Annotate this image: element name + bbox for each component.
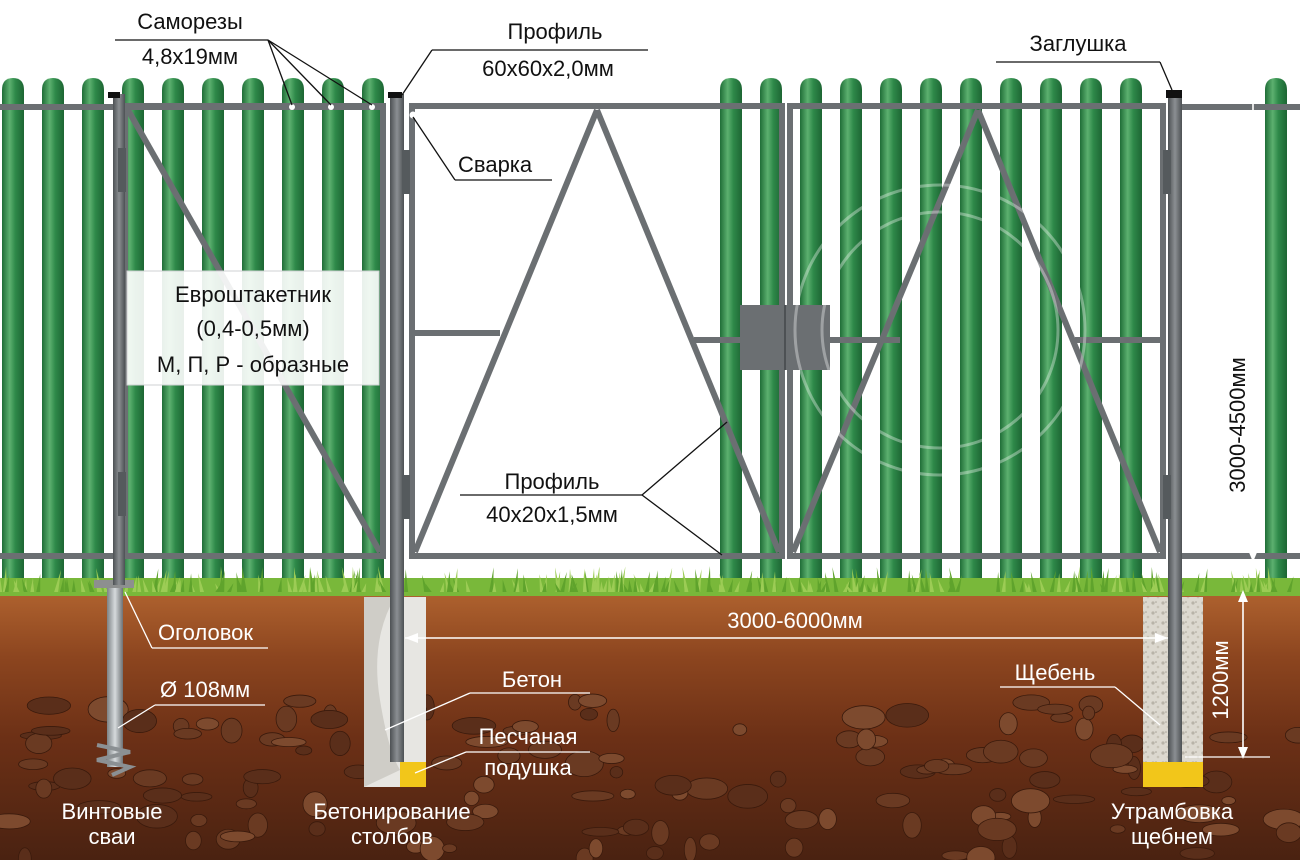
picket <box>1265 78 1287 590</box>
picket <box>2 78 24 590</box>
sand-cushion-label-1: Песчаная <box>479 724 578 749</box>
pile-head-label: Оголовок <box>158 620 253 645</box>
screws-size: 4,8х19мм <box>142 44 238 69</box>
profile-frame-size: 40х20х1,5мм <box>486 502 618 527</box>
picket-title: Евроштакетник <box>175 282 331 307</box>
width-dim-label: 3000-6000мм <box>727 608 862 633</box>
depth-dim-label: 1200мм <box>1208 640 1233 719</box>
fence-posts <box>108 90 1182 762</box>
post-left <box>113 94 125 585</box>
width-dimension: 3000-6000мм <box>405 608 1168 643</box>
picket <box>880 78 902 590</box>
picket <box>920 78 942 590</box>
cap-label: Заглушка <box>1030 31 1128 56</box>
depth-dimension: 1200мм <box>1185 590 1270 759</box>
caption-gravel-2: щебнем <box>1131 824 1213 849</box>
sand-cushion <box>400 762 426 787</box>
picket <box>720 78 742 590</box>
picket-label-box <box>126 270 380 386</box>
picket <box>42 78 64 590</box>
post-gate-left <box>390 94 404 762</box>
picket <box>1080 78 1102 590</box>
hinges <box>118 148 1171 519</box>
picket <box>1040 78 1062 590</box>
picket-shapes: М, П, Р - образные <box>157 352 349 377</box>
gravel-sand-base <box>1143 762 1203 787</box>
post-gate-right <box>1168 94 1182 762</box>
sand-cushion-label-2: подушка <box>484 755 572 780</box>
profile-frame-title: Профиль <box>505 469 600 494</box>
picket <box>960 78 982 590</box>
picket-row <box>2 78 1287 590</box>
caption-concrete-2: столбов <box>351 824 433 849</box>
gravel-label: Щебень <box>1015 660 1096 685</box>
grass-strip <box>0 566 1300 596</box>
weld-label: Сварка <box>458 152 533 177</box>
caption-gravel-1: Утрамбовка <box>1111 799 1234 824</box>
watermark-stamp <box>793 183 1087 477</box>
concrete-label: Бетон <box>502 667 562 692</box>
height-dimension: 3000-4500мм <box>1185 91 1265 562</box>
picket <box>1000 78 1022 590</box>
picket <box>840 78 862 590</box>
caption-concrete-1: Бетонирование <box>313 799 470 824</box>
picket <box>82 78 104 590</box>
picket <box>1120 78 1142 590</box>
caption-piles-2: сваи <box>89 824 136 849</box>
pile-diameter-label: Ø 108мм <box>160 677 250 702</box>
profile-top-size: 60х60х2,0мм <box>482 56 614 81</box>
height-dim-label: 3000-4500мм <box>1225 357 1250 492</box>
picket-thickness: (0,4-0,5мм) <box>196 316 309 341</box>
screws-title: Саморезы <box>137 9 243 34</box>
caption-piles-1: Винтовые <box>62 799 163 824</box>
screw-points <box>289 104 417 119</box>
profile-top-title: Профиль <box>508 19 603 44</box>
